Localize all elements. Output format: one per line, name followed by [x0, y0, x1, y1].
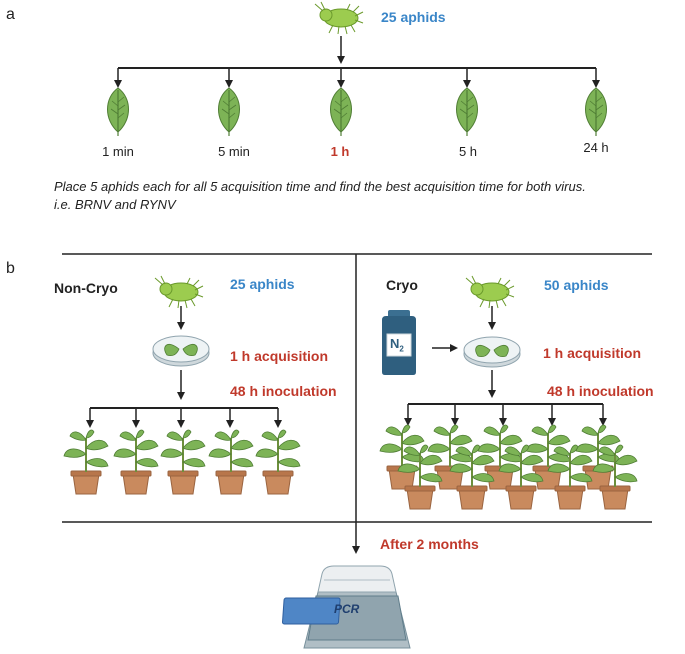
cryo-aphid-count: 50 aphids — [544, 277, 609, 293]
non-cryo-title: Non-Cryo — [54, 280, 118, 296]
after-months-label: After 2 months — [380, 536, 479, 552]
non-cryo-acquisition: 1 h acquisition — [230, 348, 329, 364]
time-label-5min: 5 min — [218, 144, 250, 159]
nitrogen-tank-icon — [382, 310, 416, 375]
pcr-screen-label: PCR — [334, 602, 360, 616]
acquisition-note-line2: i.e. BRNV and RYNV — [54, 197, 176, 212]
nitrogen-subscript: 2 — [399, 344, 404, 354]
petri-dish-icon — [463, 336, 521, 368]
petri-dish-icon — [152, 335, 210, 367]
plant-pot-icon — [379, 424, 425, 490]
plant-pot-icon — [208, 429, 254, 495]
nitrogen-symbol: N — [390, 336, 400, 351]
leaf-icon — [217, 87, 241, 137]
aphid-icon — [154, 275, 204, 309]
cryo-flow — [379, 275, 638, 510]
time-label-1min: 1 min — [102, 144, 134, 159]
panel-a-label: a — [6, 6, 15, 23]
panel-b-label: b — [6, 260, 15, 277]
leaf-icon — [455, 87, 479, 137]
cryo-inoculation: 48 h inoculation — [547, 383, 654, 399]
non-cryo-aphid-count: 25 aphids — [230, 276, 295, 292]
leaf-icon — [329, 87, 353, 137]
leaf-icon — [106, 87, 130, 137]
aphid-icon — [465, 275, 515, 309]
plant-pot-icon — [255, 429, 301, 495]
time-label-1h: 1 h — [330, 144, 350, 159]
plant-pot-icon — [113, 429, 159, 495]
pcr-machine-icon — [281, 565, 411, 649]
cryo-title: Cryo — [386, 277, 418, 293]
panel-a-tree — [106, 1, 608, 137]
time-label-24h: 24 h — [583, 140, 609, 155]
plant-pot-icon — [160, 429, 206, 495]
non-cryo-inoculation: 48 h inoculation — [230, 383, 337, 399]
time-label-5h: 5 h — [458, 144, 478, 159]
leaf-icon — [584, 87, 608, 137]
plant-pot-icon — [63, 429, 109, 495]
aphid-icon — [314, 1, 364, 35]
non-cryo-flow — [63, 275, 301, 495]
aphid-count-label: 25 aphids — [381, 9, 446, 25]
cryo-acquisition: 1 h acquisition — [543, 345, 642, 361]
nitrogen-label: N2 — [390, 336, 410, 358]
acquisition-note-line1: Place 5 aphids each for all 5 acquisitio… — [54, 179, 586, 194]
